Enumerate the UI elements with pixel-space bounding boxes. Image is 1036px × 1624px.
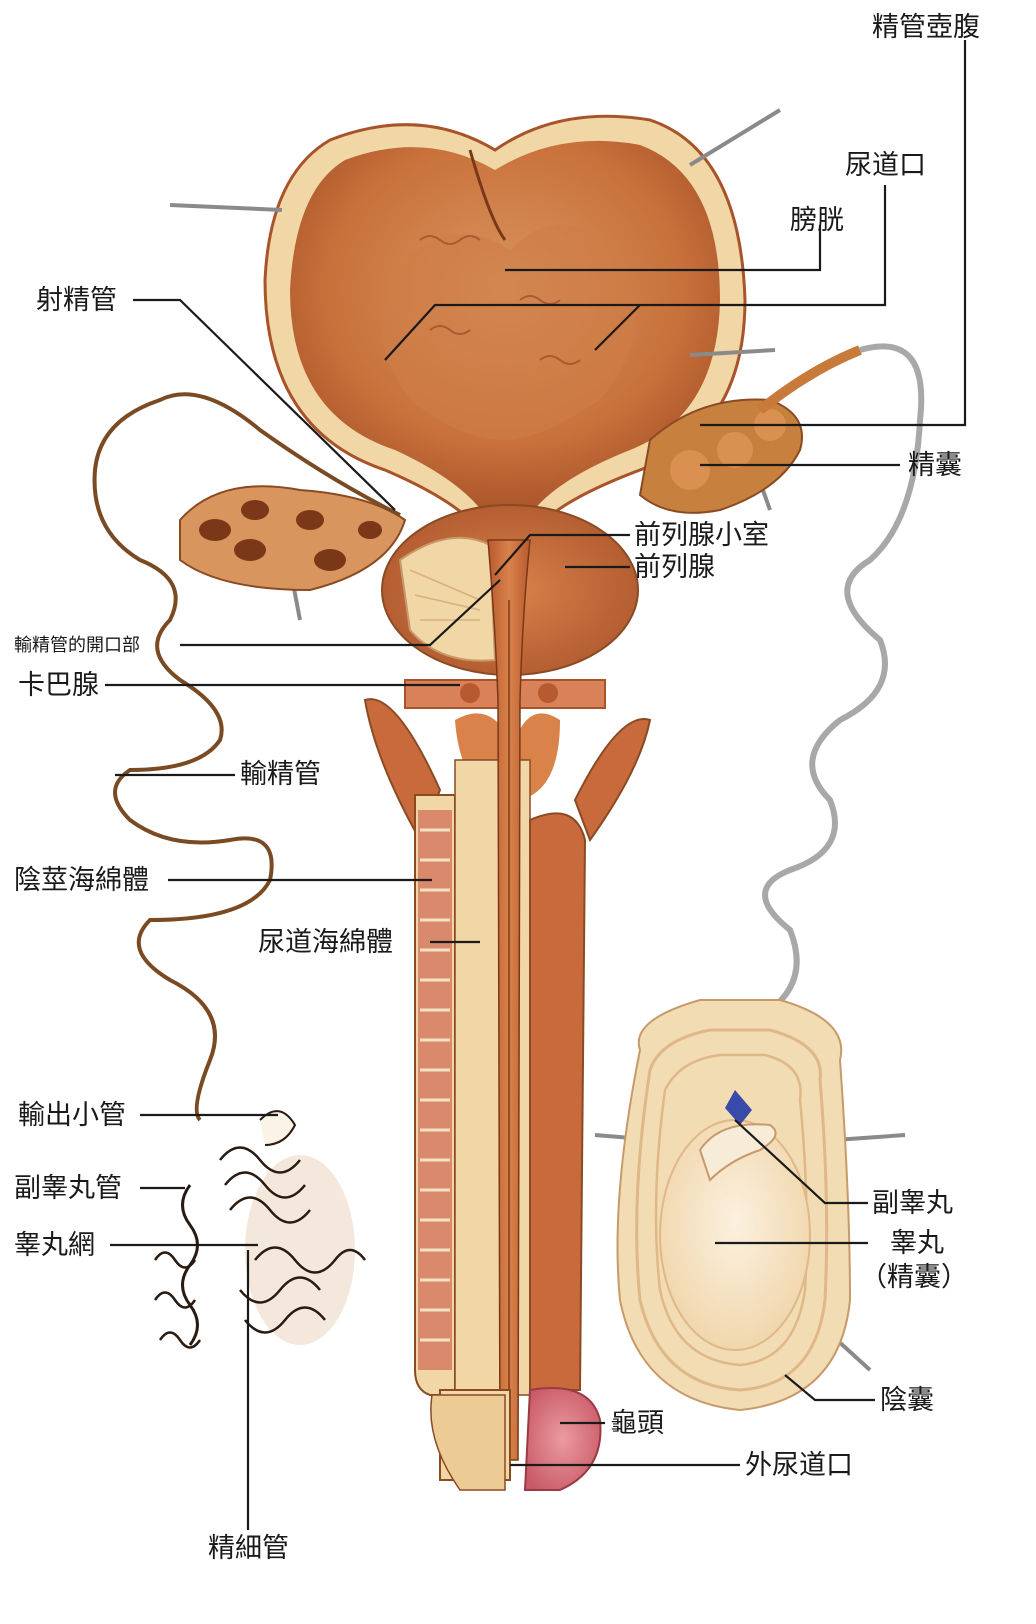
label-seminal-vesicle: 精囊 — [908, 452, 962, 479]
cowper-gland-right — [538, 683, 558, 703]
label-vas-deferens: 輸精管 — [240, 761, 321, 788]
label-epididymis: 副睾丸 — [872, 1190, 953, 1217]
label-external-urethral-orifice: 外尿道口 — [745, 1452, 853, 1479]
testis-section-left — [155, 1111, 365, 1347]
label-corpus-cavernosum: 陰莖海綿體 — [14, 867, 149, 894]
cowper-gland-left — [460, 683, 480, 703]
label-scrotum: 陰囊 — [880, 1387, 934, 1414]
label-bladder: 膀胱 — [790, 207, 844, 234]
label-ureter-orifice: 尿道口 — [845, 152, 926, 179]
label-ejaculatory-duct: 射精管 — [36, 287, 117, 314]
scrotum-section — [618, 1000, 851, 1410]
label-glans: 龜頭 — [610, 1410, 664, 1437]
label-vas-opening: 輸精管的開口部 — [14, 637, 140, 655]
label-prostate: 前列腺 — [634, 554, 715, 581]
label-rete-testis: 睾丸網 — [14, 1232, 95, 1259]
label-seminiferous-tubule: 精細管 — [208, 1535, 289, 1562]
label-efferent-ductules: 輸出小管 — [18, 1102, 126, 1129]
label-prostatic-utricle: 前列腺小室 — [634, 522, 769, 549]
label-epididymal-duct: 副睾丸管 — [14, 1175, 122, 1202]
label-cowper-gland: 卡巴腺 — [18, 672, 99, 699]
label-corpus-spongiosum: 尿道海綿體 — [258, 929, 393, 956]
label-ampulla: 精管壺腹 — [872, 14, 980, 41]
label-testis: 睾丸 — [890, 1230, 944, 1257]
label-testis-sub: （精囊） — [860, 1264, 968, 1291]
